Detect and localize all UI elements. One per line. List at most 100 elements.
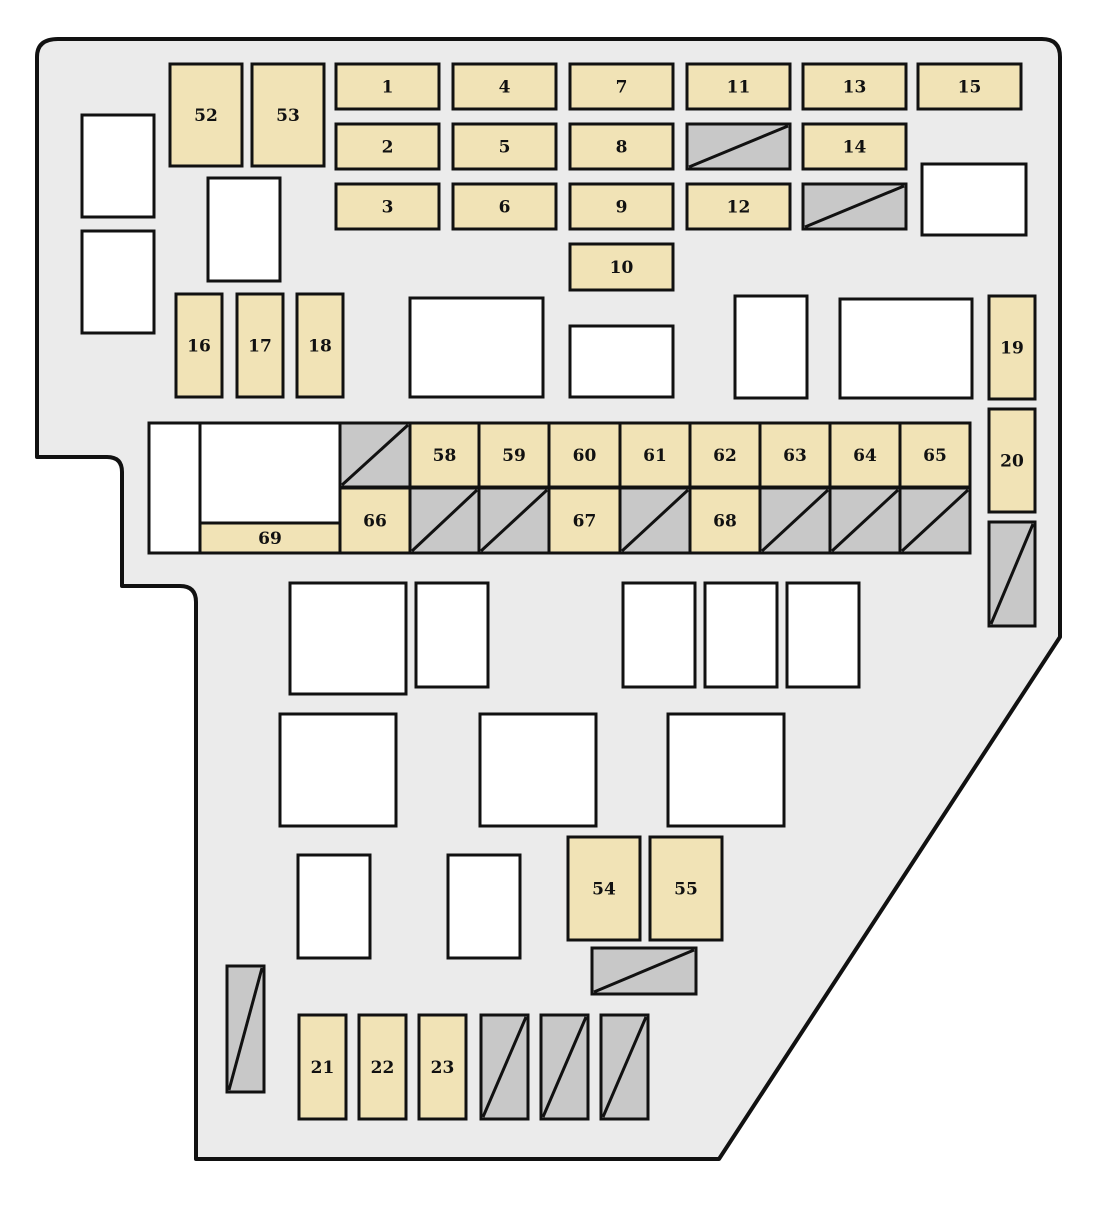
unused-slot-diagonal (541, 1016, 588, 1118)
fuse-label: 7 (616, 78, 628, 98)
fuse-label: 14 (843, 138, 867, 158)
fuse-label: 66 (363, 512, 387, 532)
unused-slot-diagonal (804, 184, 905, 229)
fuse-17 (235, 292, 285, 399)
fuse-label: 52 (194, 106, 218, 126)
empty-slot (414, 581, 490, 689)
fuse-4 (451, 62, 558, 111)
fuse-13 (801, 62, 908, 111)
fuse-label: 53 (276, 106, 300, 126)
fuse-label: 65 (923, 446, 947, 466)
fuse-label: 23 (431, 1058, 455, 1078)
fuse-label: 67 (573, 512, 597, 532)
unused-slot-diagonal (830, 488, 900, 553)
unused-slot-diagonal (481, 1016, 528, 1118)
fuse-11 (685, 62, 792, 111)
fuse-6 (451, 182, 558, 231)
unused-slot-diagonal (989, 523, 1035, 625)
fuse-7 (568, 62, 675, 111)
fuse-65 (898, 421, 972, 489)
fuse-8 (568, 122, 675, 171)
fuse-23 (417, 1013, 468, 1121)
fuse-label: 61 (643, 446, 667, 466)
fuse-label: 60 (573, 446, 597, 466)
fuse-10 (568, 242, 675, 292)
fuse-2 (334, 122, 441, 171)
fuse-label: 68 (713, 512, 737, 532)
empty-slot (446, 853, 522, 960)
fuse-53 (250, 62, 326, 168)
empty-slot (80, 113, 156, 219)
empty-slot (296, 853, 372, 960)
fuse-1 (334, 62, 441, 111)
fuse-label: 3 (382, 198, 394, 218)
unused-slot-diagonal (601, 1016, 648, 1118)
fuse-label: 20 (1000, 452, 1024, 472)
fuse-label: 69 (258, 529, 282, 549)
empty-slot (198, 421, 342, 525)
empty-slot (478, 712, 598, 828)
fuse-label: 62 (713, 446, 737, 466)
fuse-label: 1 (382, 78, 394, 98)
fuse-label: 13 (843, 78, 867, 98)
empty-slot (733, 294, 809, 400)
fuse-52 (168, 62, 244, 168)
empty-slot (568, 324, 675, 399)
empty-slot (703, 581, 779, 689)
fuse-64 (828, 421, 902, 489)
fuse-22 (357, 1013, 408, 1121)
fuse-label: 17 (248, 337, 272, 357)
fuse-label: 63 (783, 446, 807, 466)
unused-slot-diagonal (227, 967, 264, 1091)
fuse-69 (198, 521, 342, 555)
empty-slot (80, 229, 156, 335)
fuse-label: 4 (499, 78, 511, 98)
fuse-68 (688, 486, 762, 555)
fuse-label: 2 (382, 138, 394, 158)
empty-slot (408, 296, 545, 399)
fuse-label: 15 (958, 78, 982, 98)
fuse-label: 5 (499, 138, 511, 158)
fuse-label: 58 (433, 446, 457, 466)
fuse-62 (688, 421, 762, 489)
fuse-label: 16 (187, 337, 211, 357)
fuse-label: 11 (727, 78, 751, 98)
fuse-label: 10 (610, 258, 634, 278)
fuse-55 (648, 835, 724, 942)
empty-slot (288, 581, 408, 696)
fuse-label: 55 (674, 880, 698, 900)
unused-slot-diagonal (688, 124, 789, 169)
empty-slot (147, 421, 202, 555)
fuse-67 (547, 486, 622, 555)
empty-slot (666, 712, 786, 828)
unused-slot-diagonal (760, 488, 830, 553)
fuse-16 (174, 292, 224, 399)
fuse-15 (916, 62, 1023, 111)
fuse-21 (297, 1013, 348, 1121)
fuse-14 (801, 122, 908, 171)
fuse-54 (566, 835, 642, 942)
fuse-label: 54 (592, 880, 616, 900)
fuse-label: 19 (1000, 339, 1024, 359)
fuse-label: 21 (311, 1058, 335, 1078)
empty-slot (278, 712, 398, 828)
fuse-label: 12 (727, 198, 751, 218)
fuse-label: 59 (502, 446, 526, 466)
unused-slot-diagonal (900, 488, 970, 553)
fuse-9 (568, 182, 675, 231)
fuse-59 (477, 421, 551, 489)
unused-slot-diagonal (479, 488, 549, 553)
fuse-label: 9 (616, 198, 628, 218)
empty-slot (838, 297, 974, 400)
fuse-3 (334, 182, 441, 231)
empty-slot (920, 162, 1028, 237)
empty-slot (206, 176, 282, 283)
fuse-61 (618, 421, 692, 489)
fuse-5 (451, 122, 558, 171)
unused-slot-diagonal (593, 948, 695, 994)
fuse-66 (338, 486, 412, 555)
fuse-18 (295, 292, 345, 399)
empty-slot (785, 581, 861, 689)
fuse-19 (987, 294, 1037, 401)
